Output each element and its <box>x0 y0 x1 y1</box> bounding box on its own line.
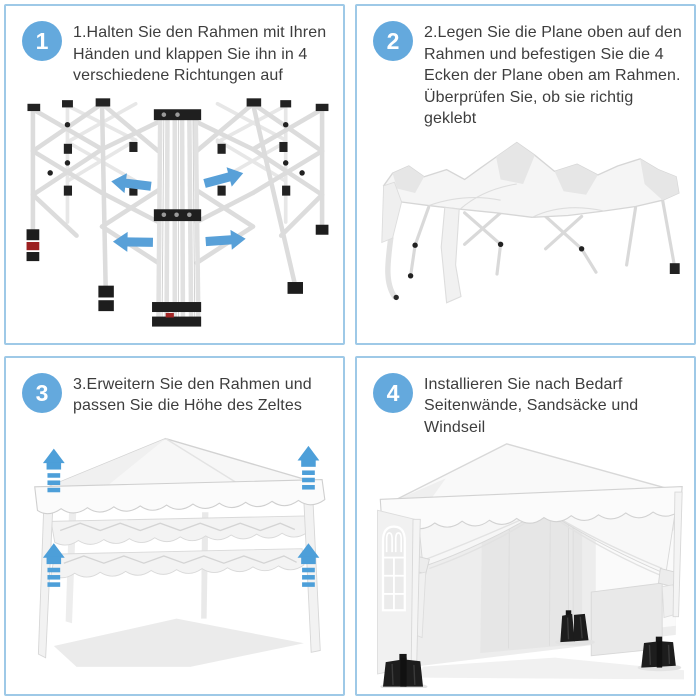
frame-joints <box>27 97 329 196</box>
step-1-number-badge: 1 <box>22 21 62 61</box>
folded-pole-bundle <box>152 108 202 327</box>
right-curtain-tie <box>658 567 676 588</box>
popup-canopy-illustration <box>34 437 326 667</box>
step-4-illustration <box>373 438 684 688</box>
step-2-illustration <box>373 130 684 337</box>
step-2-number-badge: 2 <box>373 21 413 61</box>
canopy-fabric-shading <box>392 142 679 200</box>
front-right-pole <box>672 491 683 618</box>
step-4-number-badge: 4 <box>373 372 413 413</box>
draped-canopy-illustration <box>381 141 680 304</box>
cathedral-window-icon <box>381 525 406 612</box>
eave-valance-band <box>34 478 326 514</box>
tent-with-sidewalls-illustration <box>377 443 684 688</box>
folded-frame-illustration <box>26 97 329 327</box>
eave-valance-band <box>379 486 683 531</box>
expanded-frame-legs <box>409 198 676 277</box>
valance-ghost-band-low <box>50 547 305 578</box>
sandbag-icon <box>380 610 682 688</box>
ground-shadow <box>53 618 304 667</box>
frame-feet <box>26 224 329 311</box>
hanging-fabric-fold <box>440 206 462 304</box>
step-1-illustration <box>22 87 333 337</box>
ground-shadow <box>418 657 684 680</box>
step-3-illustration <box>22 417 333 689</box>
step-3-number-badge: 3 <box>22 372 62 413</box>
corner-strap <box>385 234 398 299</box>
front-left-leg <box>37 504 54 658</box>
